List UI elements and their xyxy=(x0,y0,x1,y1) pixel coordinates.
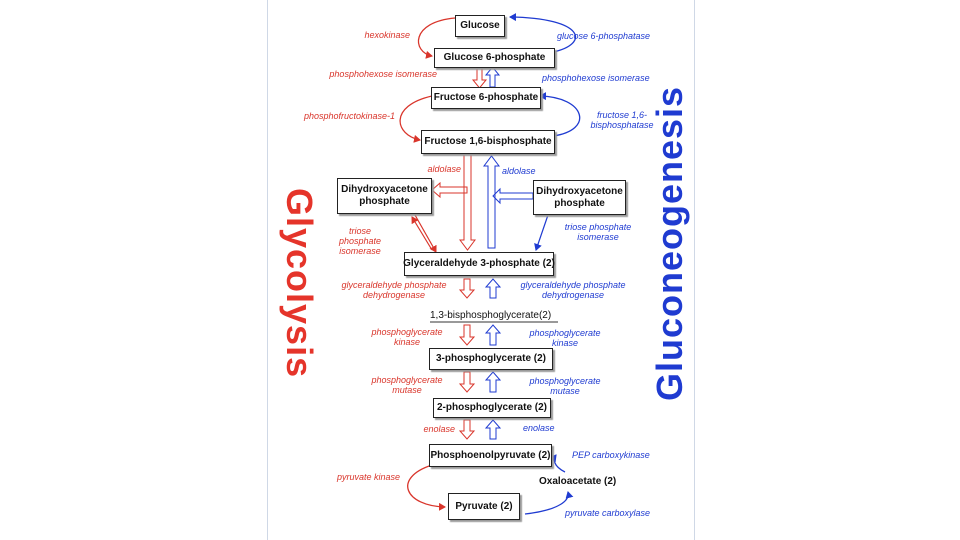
enzyme-pyruvate-carboxylase: pyruvate carboxylase xyxy=(565,508,651,518)
pgm-arrows xyxy=(458,371,502,393)
dhap-right-box: Dihydroxyacetone phosphate xyxy=(533,180,626,215)
enzyme-pep-carboxykinase: PEP carboxykinase xyxy=(572,450,650,460)
enzyme-pgm-gly: phosphoglycerate mutase xyxy=(371,375,443,395)
tpi-red-arrow xyxy=(414,214,437,253)
enzyme-enolase-gly: enolase xyxy=(423,424,455,434)
glycolysis-title: Glycolysis xyxy=(279,188,320,379)
3-phosphoglycerate-box: 3-phosphoglycerate (2) xyxy=(429,348,553,370)
aldolase-branch-red xyxy=(431,181,468,199)
aldolase-reverse-arrow xyxy=(483,155,500,249)
pgk-arrows xyxy=(458,324,502,346)
enzyme-tpi-gng: triose phosphate isomerase xyxy=(564,222,632,242)
glucose-box: Glucose xyxy=(455,15,505,37)
enzyme-phosphohexose-isomerase-gly: phosphohexose isomerase xyxy=(329,69,437,79)
bisphosphoglycerate-label: 1,3-bisphosphoglycerate(2) xyxy=(430,310,552,321)
tpi-red-back xyxy=(411,216,433,251)
enzyme-pgk-gng: phosphoglycerate kinase xyxy=(529,328,601,348)
enzyme-gapdh-gly: glyceraldehyde phosphate dehydrogenase xyxy=(341,280,447,300)
oxaloacetate-label: Oxaloacetate (2) xyxy=(539,476,617,487)
pyruvate-kinase-curve xyxy=(407,464,446,511)
phi-forward-arrow xyxy=(471,67,488,89)
enzyme-tpi-gly: triose phosphate isomerase xyxy=(338,226,382,256)
enzyme-glucose-6-phosphatase: glucose 6-phosphatase xyxy=(557,31,651,41)
gapdh-arrows xyxy=(458,278,502,299)
enzyme-gapdh-gng: glyceraldehyde phosphate dehydrogenase xyxy=(520,280,626,300)
tpi-blue-arrow xyxy=(534,214,549,251)
pfk-curve xyxy=(399,95,433,143)
enzyme-hexokinase: hexokinase xyxy=(364,30,410,40)
2-phosphoglycerate-box: 2-phosphoglycerate (2) xyxy=(433,398,551,418)
aldolase-branch-blue xyxy=(492,187,534,205)
enzyme-phosphohexose-isomerase-gng: phosphohexose isomerase xyxy=(542,73,650,83)
enzyme-phosphofructokinase-1: phosphofructokinase-1 xyxy=(303,111,395,121)
phosphoenolpyruvate-box: Phosphoenolpyruvate (2) xyxy=(429,444,552,467)
glyceraldehyde-3-phosphate-box: Glyceraldehyde 3-phosphate (2) xyxy=(403,252,555,276)
pyruvate-carboxylase-curve xyxy=(524,491,574,515)
enzyme-enolase-gng: enolase xyxy=(523,423,555,433)
g6pase-curve xyxy=(509,13,576,53)
enzyme-pyruvate-kinase: pyruvate kinase xyxy=(336,472,400,482)
enzyme-pgk-gly: phosphoglycerate kinase xyxy=(371,327,443,347)
fbpase-curve xyxy=(539,92,581,137)
dhap-left-box: Dihydroxyacetone phosphate xyxy=(337,178,432,214)
phi-reverse-arrow xyxy=(484,66,501,88)
enzyme-aldolase-gng: aldolase xyxy=(502,166,536,176)
aldolase-forward-arrow xyxy=(459,151,476,251)
glucose-6-phosphate-box: Glucose 6-phosphate xyxy=(434,48,555,68)
enzyme-pgm-gng: phosphoglycerate mutase xyxy=(529,376,601,396)
pyruvate-box: Pyruvate (2) xyxy=(448,493,520,520)
hexokinase-curve xyxy=(417,17,456,59)
enolase-arrows xyxy=(458,419,502,440)
fructose-16-bisphosphate-box: Fructose 1,6-bisphosphate xyxy=(421,130,555,154)
enzyme-aldolase-gly: aldolase xyxy=(427,164,461,174)
fructose-6-phosphate-box: Fructose 6-phosphate xyxy=(431,87,541,109)
gluconeogenesis-title: Gluconeogenesis xyxy=(649,85,690,401)
pepck-curve xyxy=(549,454,566,473)
enzyme-fbpase: fructose 1,6-bisphosphatase xyxy=(590,110,654,130)
